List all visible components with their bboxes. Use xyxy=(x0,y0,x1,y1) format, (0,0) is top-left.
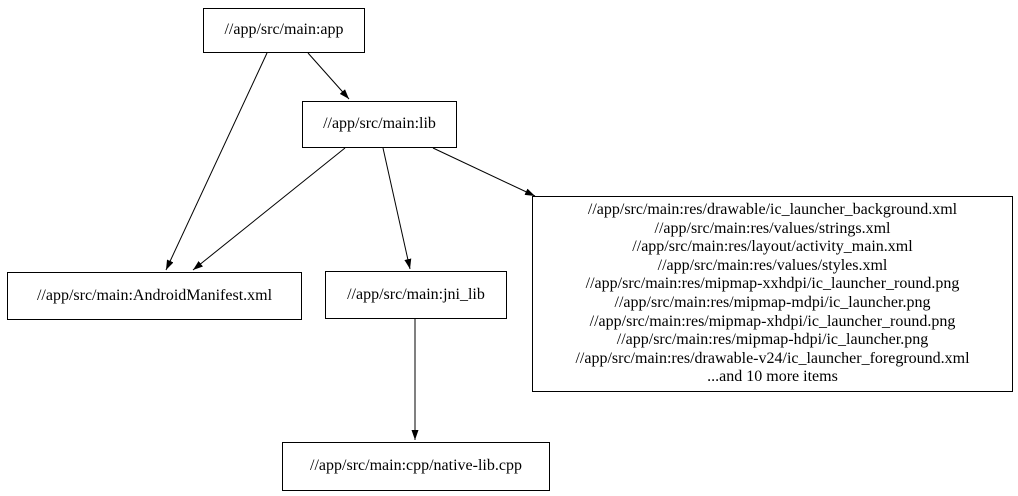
resource-line: //app/src/main:res/layout/activity_main.… xyxy=(632,238,913,256)
edge-lib-to-jni-lib xyxy=(382,147,412,270)
node-resources-group: //app/src/main:res/drawable/ic_launcher_… xyxy=(532,196,1013,392)
node-android-manifest: //app/src/main:AndroidManifest.xml xyxy=(7,272,302,320)
resource-line: //app/src/main:res/values/styles.xml xyxy=(657,256,888,274)
node-native-lib-cpp: //app/src/main:cpp/native-lib.cpp xyxy=(282,442,550,491)
resource-line: //app/src/main:res/mipmap-xhdpi/ic_launc… xyxy=(589,312,956,330)
resource-line: //app/src/main:res/drawable/ic_launcher_… xyxy=(587,201,958,219)
node-jni-lib-label: //app/src/main:jni_lib xyxy=(347,285,485,303)
resource-line: //app/src/main:res/mipmap-hdpi/ic_launch… xyxy=(616,331,929,349)
node-android-manifest-label: //app/src/main:AndroidManifest.xml xyxy=(36,286,273,304)
resource-line-more: ...and 10 more items xyxy=(707,368,838,386)
resource-line: //app/src/main:res/mipmap-mdpi/ic_launch… xyxy=(614,294,931,311)
resource-line: //app/src/main:res/drawable-v24/ic_launc… xyxy=(575,349,970,367)
node-native-lib-cpp-label: //app/src/main:cpp/native-lib.cpp xyxy=(310,457,522,475)
edge-app-to-lib xyxy=(307,52,350,100)
edge-app-to-manifest xyxy=(165,52,268,271)
edge-lib-to-resources xyxy=(432,147,536,197)
node-jni-lib: //app/src/main:jni_lib xyxy=(325,271,507,319)
node-app-label: //app/src/main:app xyxy=(224,21,344,39)
node-lib-label: //app/src/main:lib xyxy=(323,115,436,133)
edge-lib-to-manifest xyxy=(192,147,346,271)
node-app: //app/src/main:app xyxy=(203,8,365,53)
resource-line: //app/src/main:res/values/strings.xml xyxy=(654,219,891,237)
node-lib: //app/src/main:lib xyxy=(302,101,457,148)
resource-line: //app/src/main:res/mipmap-xxhdpi/ic_laun… xyxy=(585,275,960,293)
